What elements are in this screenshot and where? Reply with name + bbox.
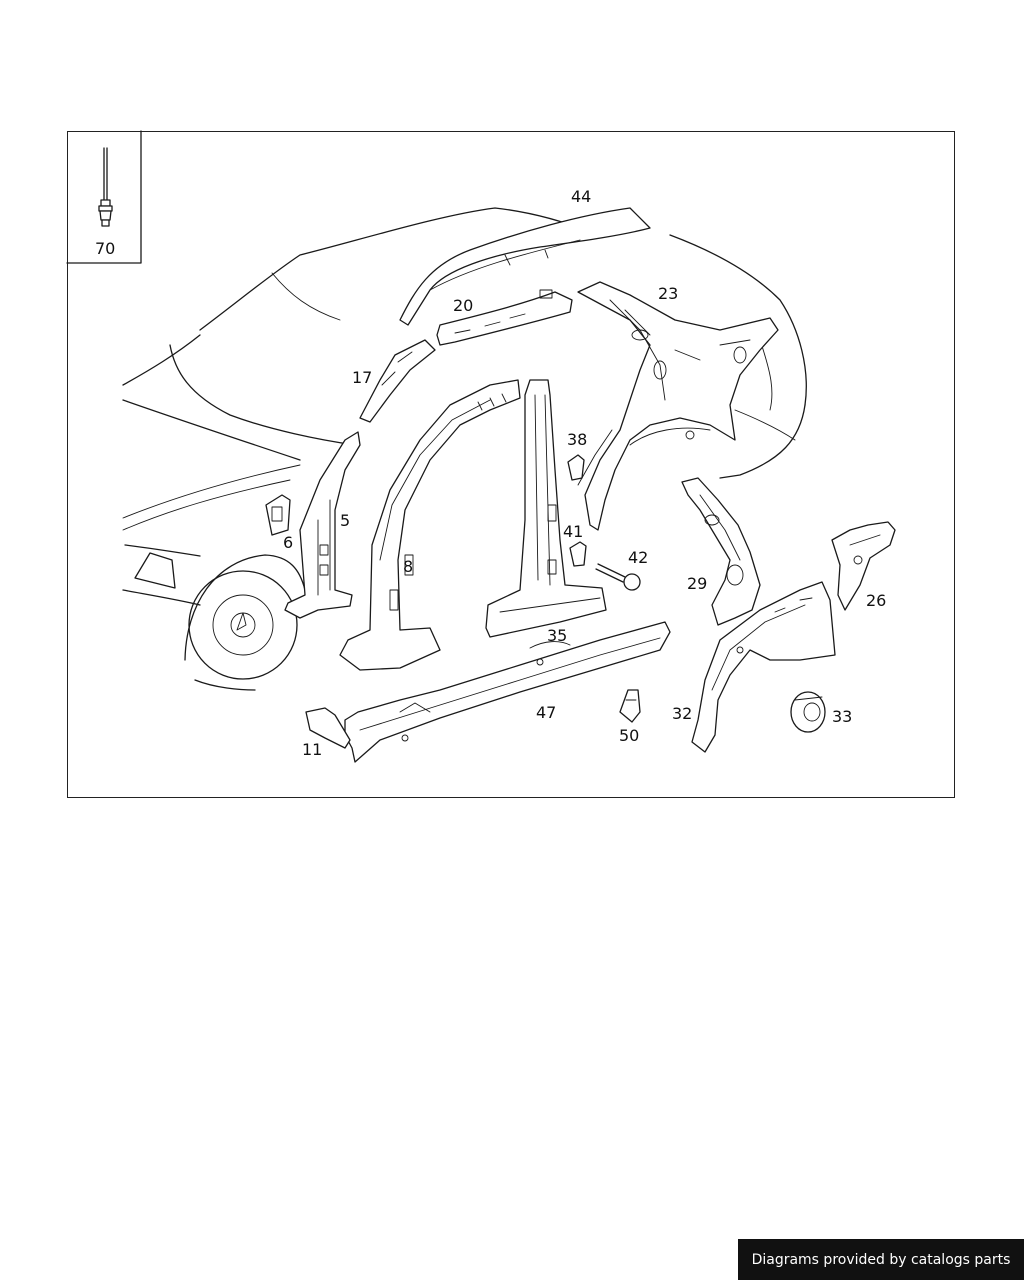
callout-6: 6 <box>283 533 293 552</box>
callout-32: 32 <box>672 704 692 723</box>
callout-29: 29 <box>687 574 707 593</box>
callout-41: 41 <box>563 522 583 541</box>
car-body-outline <box>122 207 807 691</box>
part-26-rear-bracket <box>831 521 896 611</box>
part-17-a-pillar-upper <box>359 339 436 423</box>
part-50-bracket <box>619 689 641 723</box>
parts-diagram-frame <box>67 131 955 798</box>
callout-23: 23 <box>658 284 678 303</box>
callout-20: 20 <box>453 296 473 315</box>
callout-5: 5 <box>340 511 350 530</box>
bolt-icon <box>98 147 113 227</box>
callout-26: 26 <box>866 591 886 610</box>
part-38-clip <box>567 454 585 481</box>
callout-70: 70 <box>95 239 115 258</box>
part-47-rocker-panel <box>344 621 671 763</box>
part-11-rocker-end <box>305 707 351 749</box>
callout-17: 17 <box>352 368 372 387</box>
part-5-a-pillar-lower <box>284 431 361 619</box>
part-44-roof-trim <box>399 207 651 326</box>
callout-labels: 70 44 20 23 17 38 5 6 8 41 42 29 26 35 4… <box>95 187 886 759</box>
part-33-cap <box>790 691 826 733</box>
part-29-wheelhouse-inner <box>681 477 761 626</box>
part-20-roof-side-inner <box>436 289 573 346</box>
callout-33: 33 <box>832 707 852 726</box>
callout-38: 38 <box>567 430 587 449</box>
footer-attribution-banner: Diagrams provided by catalogs parts <box>738 1239 1024 1280</box>
part-32-wheel-arch <box>691 581 836 753</box>
callout-50: 50 <box>619 726 639 745</box>
footer-attribution-text: Diagrams provided by catalogs parts <box>751 1251 1011 1268</box>
part-23-rear-quarter-inner <box>577 281 779 531</box>
callout-35: 35 <box>547 626 567 645</box>
callout-44: 44 <box>571 187 591 206</box>
part-42-bolt <box>595 563 641 591</box>
callout-11: 11 <box>302 740 322 759</box>
callout-42: 42 <box>628 548 648 567</box>
callout-8: 8 <box>403 557 413 576</box>
callout-47: 47 <box>536 703 556 722</box>
part-8-a-pillar-assembly <box>339 379 521 671</box>
part-6-bracket <box>265 494 291 536</box>
part-41-bracket <box>569 541 587 567</box>
part-35-b-pillar <box>485 379 607 638</box>
inset-box-part-70 <box>66 130 142 264</box>
